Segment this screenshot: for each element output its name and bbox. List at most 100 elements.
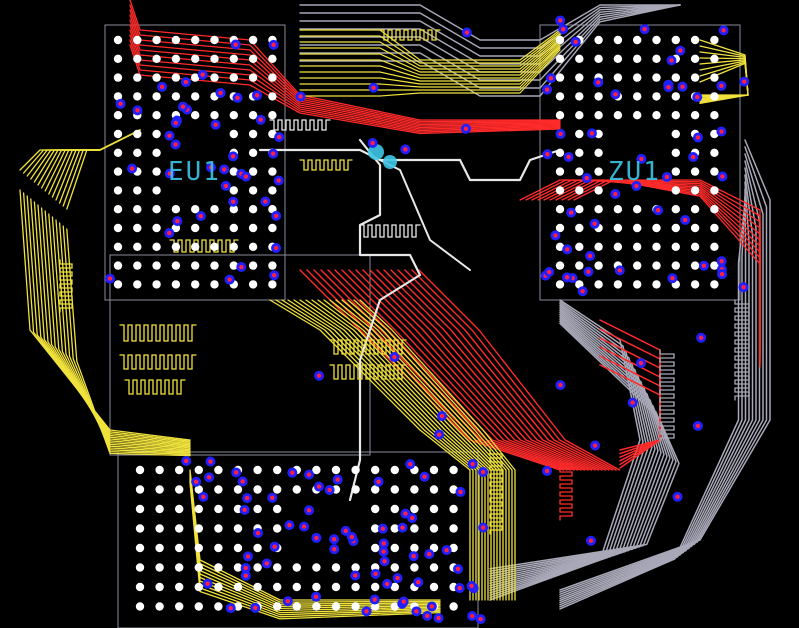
bga-pad [113, 73, 123, 82]
bga-pad [575, 92, 584, 101]
bga-pad [292, 602, 301, 611]
bga-pad [233, 582, 243, 592]
routed-trace [129, 4, 561, 123]
bga-pads[interactable] [113, 35, 719, 611]
bga-pad [331, 563, 341, 572]
via-drill [670, 275, 675, 281]
bga-pad [671, 111, 680, 120]
routed-trace [559, 167, 757, 600]
bga-pad [710, 111, 719, 120]
bga-pad [210, 280, 219, 289]
bga-pad [133, 54, 142, 63]
routed-trace [335, 299, 504, 601]
bga-pad [253, 563, 262, 572]
bottom-layer-traces [129, 0, 761, 471]
via-drill [167, 230, 172, 236]
bga-pad [210, 261, 219, 270]
bga-pad [113, 111, 123, 120]
bga-pad [233, 602, 243, 611]
bga-pad [155, 524, 164, 533]
bga-pad [152, 242, 161, 251]
bga-pad [312, 465, 321, 475]
via-drill [695, 423, 701, 429]
via-drill [301, 524, 307, 529]
bga-pad [135, 465, 145, 475]
bga-pad [555, 54, 565, 63]
bga-pad [191, 205, 200, 214]
routed-trace [299, 4, 681, 89]
bga-pad [613, 280, 623, 289]
bga-pad [351, 582, 360, 592]
bga-pad [113, 129, 123, 139]
bga-pad [594, 54, 603, 63]
via-drill [587, 253, 593, 259]
bga-pad [575, 73, 584, 82]
routed-trace [317, 299, 495, 601]
bga-pad [633, 35, 642, 45]
bga-pad [633, 73, 642, 82]
bga-pad [113, 261, 123, 270]
bga-pad [292, 582, 301, 592]
routed-trace [489, 306, 653, 592]
bga-pad [210, 54, 219, 63]
bga-pad [273, 524, 282, 533]
bga-pad [690, 167, 700, 176]
via-drill [316, 484, 322, 489]
via-drill [258, 117, 263, 122]
bga-pad [613, 223, 623, 233]
bga-pad [175, 563, 184, 572]
bga-pad [594, 242, 603, 251]
via-drill [353, 573, 358, 578]
via-drill [691, 154, 696, 160]
bga-pad [253, 485, 262, 494]
bga-pad [312, 582, 321, 592]
bga-pad [710, 242, 719, 251]
routed-trace [489, 310, 659, 587]
via-drill [698, 335, 704, 340]
bga-pad [155, 563, 164, 572]
via-drill [457, 585, 462, 591]
bga-pad [194, 543, 203, 553]
routed-trace [559, 139, 771, 591]
component-outline [539, 24, 741, 301]
routed-trace [327, 269, 575, 471]
via-drill [592, 443, 598, 448]
bga-pad [268, 54, 277, 63]
bga-pad [210, 205, 219, 214]
bga-pad [594, 186, 603, 195]
routed-trace [390, 269, 607, 471]
bga-pad [312, 563, 321, 572]
meander-trace [169, 239, 239, 253]
via-drill [316, 373, 322, 378]
bga-pad [371, 582, 380, 592]
bga-pad [594, 111, 603, 120]
highlighted-trace [258, 148, 562, 182]
routed-trace [573, 179, 761, 368]
via-drill [544, 87, 550, 92]
vias[interactable] [105, 15, 750, 625]
via-drill [664, 174, 670, 180]
bga-pad [214, 504, 223, 514]
via-drill [589, 131, 595, 136]
via-drill [553, 233, 558, 238]
bga-pad [652, 54, 661, 63]
bga-pad [575, 186, 584, 195]
via-drill [244, 495, 250, 501]
routed-trace [355, 269, 589, 471]
bga-pad [171, 54, 181, 63]
via-drill [370, 140, 375, 146]
via-drill [634, 183, 639, 189]
bga-pad [273, 582, 282, 592]
via-drill [272, 544, 277, 549]
meander-trace [119, 324, 197, 342]
bga-pad [312, 602, 321, 611]
bga-pad [229, 111, 238, 120]
via-drill [478, 616, 483, 622]
meander-trace [269, 119, 331, 131]
bga-pad [171, 205, 181, 214]
bga-pad [690, 73, 700, 82]
bga-pad [113, 242, 123, 251]
via-drill [395, 575, 400, 581]
routed-trace [299, 4, 681, 65]
